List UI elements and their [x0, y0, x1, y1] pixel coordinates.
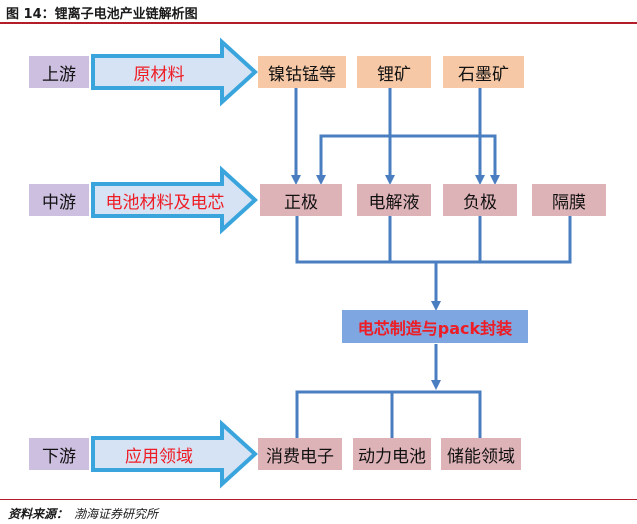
node-consumer-electronics: 消费电子 [258, 438, 342, 470]
stage-midstream: 中游 [29, 184, 89, 216]
source-text: 渤海证券研究所 [74, 507, 159, 521]
arrow-label-midstream: 电池材料及电芯 [105, 192, 225, 213]
node-separator: 隔膜 [532, 184, 606, 216]
arrow-label-downstream: 应用领域 [125, 446, 193, 467]
node-ncm: 镍钴锰等 [258, 56, 346, 88]
bottom-rule [0, 499, 637, 500]
node-energy-storage: 储能领域 [441, 438, 521, 470]
node-cathode: 正极 [260, 184, 342, 216]
arrow-label-upstream: 原材料 [133, 64, 185, 85]
stage-upstream: 上游 [29, 56, 89, 88]
node-graphite-ore: 石墨矿 [443, 56, 524, 88]
node-anode: 负极 [443, 184, 517, 216]
connector-materials-collector [295, 215, 572, 264]
top-rule [0, 22, 637, 24]
connector-lithium-distribution [319, 134, 497, 180]
node-electrolyte: 电解液 [357, 184, 431, 216]
source-note: 资料来源： 渤海证券研究所 [8, 505, 158, 522]
source-label: 资料来源： [8, 507, 69, 521]
stage-downstream: 下游 [29, 438, 89, 470]
upstream-block-arrow [91, 37, 258, 107]
downstream-block-arrow [91, 419, 258, 489]
node-power-battery: 动力电池 [353, 438, 431, 470]
node-lithium-ore: 锂矿 [357, 56, 431, 88]
process-cell-manufacturing: 电芯制造与pack封装 [342, 310, 528, 343]
midstream-block-arrow [91, 165, 258, 235]
figure-title: 图 14：锂离子电池产业链解析图 [6, 7, 198, 22]
connector-downstream-bus [295, 390, 482, 438]
